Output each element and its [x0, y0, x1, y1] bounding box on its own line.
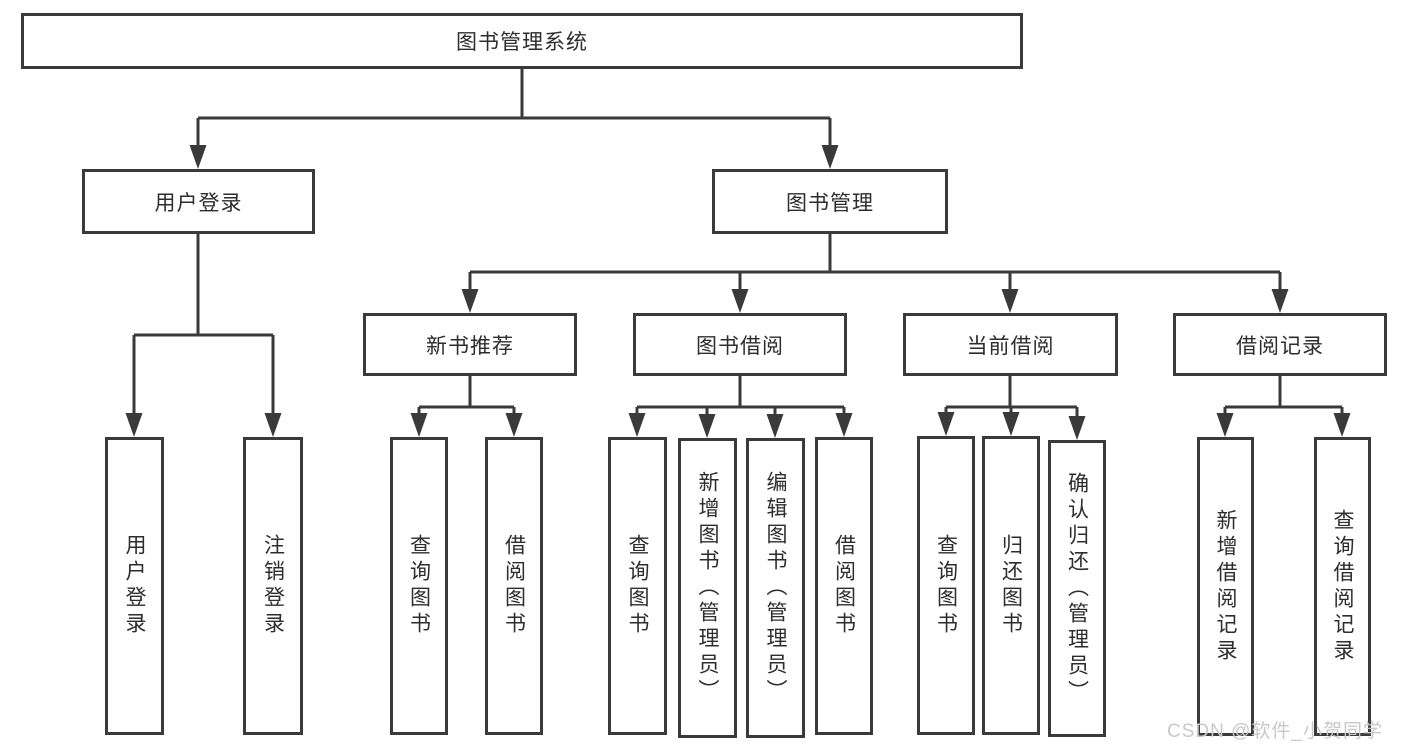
arrowhead-icon: [410, 413, 428, 437]
node-leaf-logout: 注销登录: [243, 437, 303, 735]
node-label: 新增图书（管理员）: [696, 471, 719, 705]
arrowhead-icon: [264, 413, 282, 437]
arrowhead-icon: [821, 145, 839, 169]
node-leaf-borrow-books-recommend: 借阅图书: [485, 437, 543, 735]
node-new-book-recommend: 新书推荐: [363, 313, 577, 376]
arrowhead-icon: [937, 412, 955, 436]
node-label: 借阅图书: [832, 534, 856, 638]
node-system-root: 图书管理系统: [21, 13, 1023, 69]
node-label: 图书管理系统: [456, 31, 588, 54]
edge-recommend-to-children: [410, 376, 523, 437]
node-leaf-query-books-borrowing: 查询图书: [608, 437, 667, 735]
edge-line: [1223, 376, 1344, 416]
arrowhead-icon: [835, 413, 853, 437]
arrowhead-icon: [461, 289, 479, 313]
node-label: 查询图书: [626, 534, 649, 638]
edge-line: [635, 376, 846, 417]
node-label: 查询图书: [934, 533, 958, 638]
node-label: 用户登录: [123, 534, 146, 638]
arrowhead-icon: [1002, 412, 1020, 436]
node-leaf-user-login: 用户登录: [105, 437, 164, 735]
arrowhead-icon: [505, 413, 523, 437]
arrowhead-icon: [766, 414, 784, 438]
node-label: 归还图书: [999, 533, 1023, 638]
arrowhead-icon: [628, 413, 646, 437]
edge-borrowing-to-children: [628, 376, 853, 438]
node-leaf-add-borrow-record: 新增借阅记录: [1197, 437, 1254, 736]
node-label: 用户登录: [154, 191, 243, 215]
arrowhead-icon: [698, 414, 716, 438]
edge-userlogin-to-children: [125, 234, 282, 437]
edge-line: [132, 234, 275, 416]
node-label: 新增借阅记录: [1214, 508, 1237, 665]
node-leaf-return-books: 归还图书: [982, 436, 1040, 735]
node-label: 借阅记录: [1236, 334, 1324, 358]
node-label: 编辑图书（管理员）: [764, 471, 787, 705]
node-label: 当前借阅: [966, 334, 1055, 358]
node-leaf-query-books-recommend: 查询图书: [390, 437, 448, 735]
edge-line: [196, 69, 832, 148]
node-leaf-confirm-return-admin: 确认归还（管理员）: [1048, 440, 1106, 737]
node-book-management: 图书管理: [712, 169, 948, 234]
node-borrowing-records: 借阅记录: [1173, 313, 1387, 376]
edge-line: [468, 234, 1282, 292]
edge-line: [944, 376, 1079, 419]
node-label: 图书管理: [786, 191, 874, 215]
node-label: 借阅图书: [502, 534, 526, 638]
arrowhead-icon: [1333, 413, 1351, 437]
arrowhead-icon: [1271, 289, 1289, 313]
edge-records-to-children: [1216, 376, 1351, 437]
node-label: 图书借阅: [696, 334, 784, 358]
node-label: 注销登录: [261, 534, 285, 638]
watermark: CSDN @软件_小贺同学: [1167, 721, 1383, 742]
node-user-login: 用户登录: [82, 169, 315, 234]
node-label: 查询图书: [407, 534, 431, 638]
arrowhead-icon: [125, 413, 143, 437]
edge-bookmgmt-to-level3: [461, 234, 1289, 313]
arrowhead-icon: [1001, 289, 1019, 313]
node-leaf-add-book-admin: 新增图书（管理员）: [678, 438, 737, 738]
node-current-borrowing: 当前借阅: [903, 313, 1118, 376]
node-leaf-edit-book-admin: 编辑图书（管理员）: [746, 438, 805, 738]
node-leaf-query-borrow-record: 查询借阅记录: [1314, 437, 1371, 736]
arrowhead-icon: [731, 289, 749, 313]
node-label: 确认归还（管理员）: [1065, 471, 1089, 706]
node-leaf-borrow-books-borrowing: 借阅图书: [815, 437, 873, 735]
node-leaf-query-books-current: 查询图书: [917, 436, 975, 735]
node-label: 新书推荐: [426, 334, 514, 358]
edge-current-to-children: [937, 376, 1086, 440]
arrowhead-icon: [1216, 413, 1234, 437]
edge-root-to-level2: [189, 69, 839, 169]
node-label: 查询借阅记录: [1331, 508, 1354, 665]
node-book-borrowing: 图书借阅: [633, 313, 847, 376]
edge-line: [417, 376, 516, 416]
arrowhead-icon: [1068, 416, 1086, 440]
arrowhead-icon: [189, 145, 207, 169]
